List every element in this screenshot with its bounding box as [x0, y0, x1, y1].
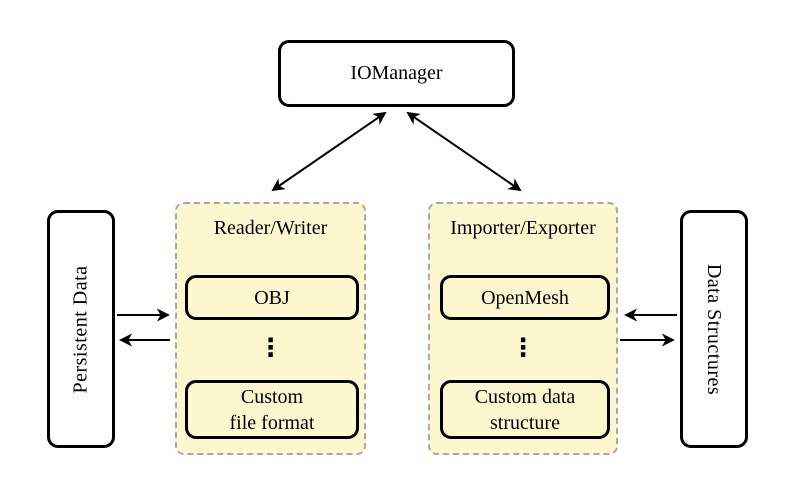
node-iomanager-label: IOManager: [350, 62, 443, 84]
arrow-iomanager-reader-writer: [271, 111, 387, 192]
group-reader-writer: Reader/Writer OBJ ⋮ Custom file format: [175, 202, 366, 455]
node-iomanager: IOManager: [278, 40, 515, 107]
ellipsis-importer-exporter: ⋮: [510, 333, 536, 362]
subnode-obj-label: OBJ: [254, 286, 290, 309]
subnode-openmesh-label: OpenMesh: [481, 286, 569, 309]
subnode-custom-file-format-line1: Custom: [240, 385, 304, 408]
subnode-custom-file-format: Custom file format: [185, 380, 359, 439]
node-data-structures-label: Data Structures: [703, 263, 726, 395]
subnode-custom-data-structure-line1: Custom data: [474, 385, 576, 408]
node-persistent-data: Persistent Data: [47, 210, 115, 448]
node-persistent-data-label: Persistent Data: [69, 264, 92, 394]
group-reader-writer-label: Reader/Writer: [213, 217, 328, 239]
subnode-obj: OBJ: [185, 275, 359, 320]
subnode-openmesh: OpenMesh: [440, 275, 610, 320]
subnode-custom-file-format-line2: file format: [229, 411, 315, 434]
subnode-custom-data-structure-line2: structure: [490, 411, 560, 434]
arrow-iomanager-importer-exporter: [406, 111, 522, 192]
group-importer-exporter: Importer/Exporter OpenMesh ⋮ Custom data…: [428, 202, 618, 455]
group-importer-exporter-label: Importer/Exporter: [450, 217, 596, 239]
subnode-custom-data-structure: Custom data structure: [440, 380, 610, 439]
ellipsis-reader-writer: ⋮: [258, 333, 283, 362]
node-data-structures: Data Structures: [680, 210, 748, 448]
